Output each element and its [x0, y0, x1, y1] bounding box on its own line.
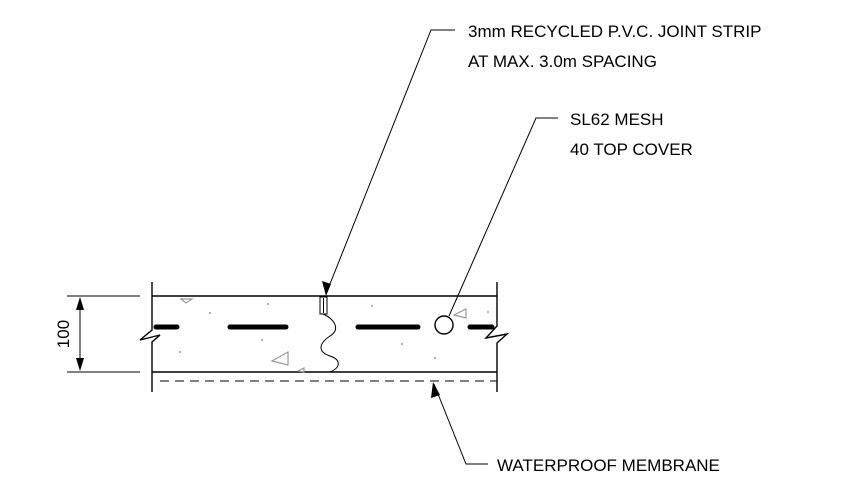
joint-crack [320, 313, 339, 373]
mesh-leader [448, 117, 558, 317]
membrane-label: WATERPROOF MEMBRANE [497, 456, 720, 475]
aggregate-marks [179, 298, 489, 373]
joint-strip-label-line1: 3mm RECYCLED P.V.C. JOINT STRIP [468, 22, 761, 41]
mesh-label-line1: SL62 MESH [570, 110, 664, 129]
joint-strip-leader [325, 29, 455, 295]
thickness-label: 100 [54, 320, 73, 348]
thickness-dimension [67, 295, 140, 373]
mesh-bar-section [434, 315, 454, 335]
membrane-leader [433, 383, 488, 465]
left-break-line [139, 282, 161, 392]
mesh-label-line2: 40 TOP COVER [570, 140, 693, 159]
joint-strip-label-line2: AT MAX. 3.0m SPACING [468, 52, 657, 71]
right-break-line [484, 282, 510, 392]
